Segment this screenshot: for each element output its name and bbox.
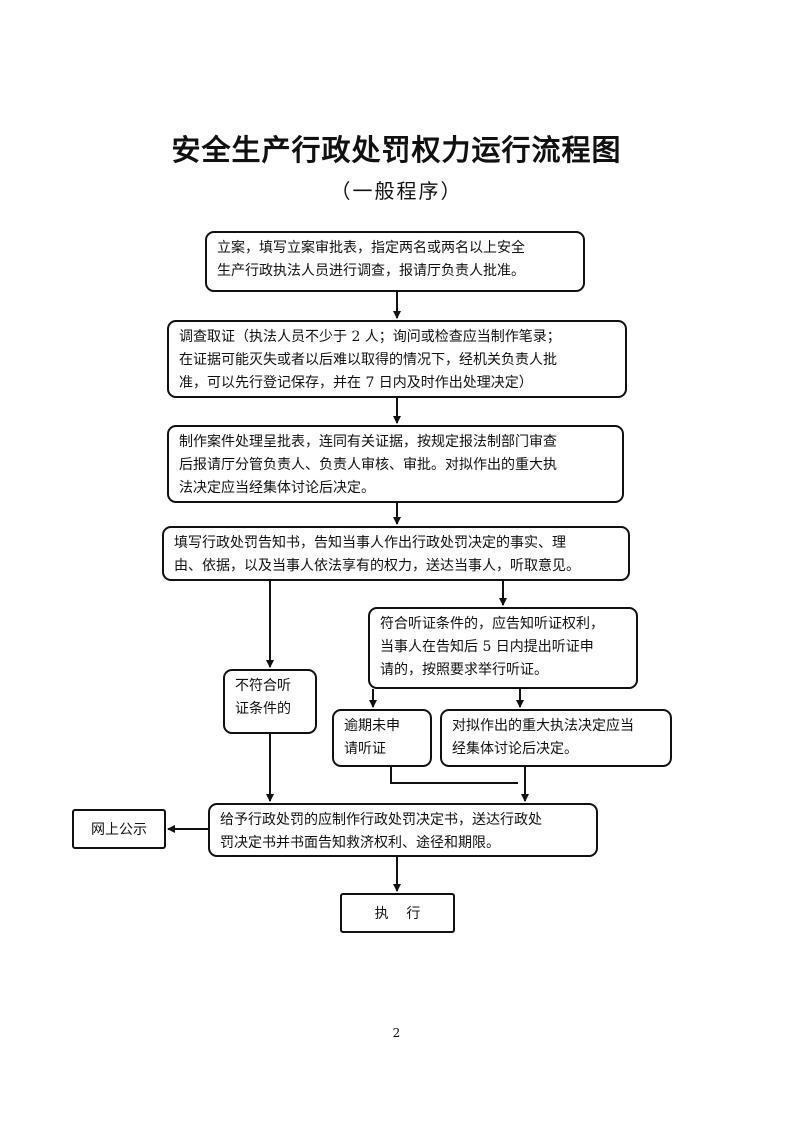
notice-step-box: 填写行政处罚告知书，告知当事人作出行政处罚决定的事实、理 由、依据，以及当事人依… bbox=[162, 526, 630, 581]
publish-online-box: 网上公示 bbox=[72, 809, 166, 849]
execute-box: 执 行 bbox=[340, 893, 455, 933]
not-eligible-box: 不符合听 证条件的 bbox=[223, 669, 317, 734]
hearing-eligible-box: 符合听证条件的，应告知听证权利， 当事人在告知后 5 日内提出听证申 请的，按照… bbox=[368, 607, 638, 689]
collective-discussion-box: 对拟作出的重大执法决定应当 经集体讨论后决定。 bbox=[440, 709, 672, 767]
arrow-overdue-to-decision bbox=[390, 767, 518, 784]
page-number: 2 bbox=[392, 1026, 401, 1040]
investigation-step-box: 调查取证（执法人员不少于 2 人；询问或检查应当制作笔录； 在证据可能灭失或者以… bbox=[167, 320, 627, 398]
page-title: 安全生产行政处罚权力运行流程图 bbox=[171, 133, 622, 167]
filing-step-box: 立案，填写立案审批表，指定两名或两名以上安全 生产行政执法人员进行调查，报请厅负… bbox=[205, 231, 585, 292]
decision-step-box: 给予行政处罚的应制作行政处罚决定书，送达行政处 罚决定书并书面告知救济权利、途径… bbox=[208, 803, 598, 857]
page-subtitle: （一般程序） bbox=[330, 179, 463, 203]
overdue-box: 逾期未申 请听证 bbox=[332, 709, 432, 767]
approval-step-box: 制作案件处理呈批表，连同有关证据，按规定报法制部门审查 后报请厅分管负责人、负责… bbox=[167, 425, 624, 503]
